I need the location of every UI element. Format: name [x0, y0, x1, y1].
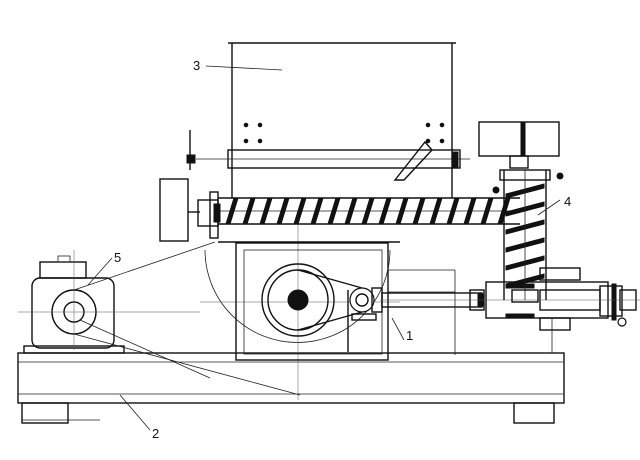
output-cylinder: [380, 267, 640, 353]
screw-flight: [446, 197, 460, 225]
screw-flight: [361, 197, 375, 225]
screw-flight: [293, 197, 307, 225]
screw-flight: [463, 197, 477, 225]
screw-flight: [327, 197, 341, 225]
label-auger-drive-assembly: 1: [406, 328, 413, 343]
screw-flight: [412, 197, 426, 225]
horizontal-screw-conveyor: [159, 178, 520, 243]
base-frame: [17, 352, 565, 424]
screw-flight: [259, 197, 273, 225]
vertical-screw-feeder: [478, 121, 564, 303]
screw-flight: [429, 197, 443, 225]
feeder-drive-box: [478, 121, 560, 157]
screw-flight: [480, 197, 494, 225]
screw-flight: [310, 197, 324, 225]
base-foot-right: [513, 402, 555, 424]
screw-flight: [242, 197, 256, 225]
feed-hopper: [186, 42, 470, 198]
drive-belt: [73, 241, 301, 396]
gearbox-housing: [235, 242, 456, 361]
motor-terminal-box: [39, 261, 87, 279]
base-foot-left: [21, 402, 69, 424]
label-vertical-screw-feeder: 4: [564, 194, 571, 209]
screw-flight: [225, 197, 239, 225]
screw-flight: [276, 197, 290, 225]
electric-motor: [18, 250, 200, 354]
label-base-frame: 2: [152, 426, 159, 441]
screw-flight: [378, 197, 392, 225]
label-electric-motor: 5: [114, 250, 121, 265]
screw-flight: [344, 197, 358, 225]
auger-drive-assembly: [261, 263, 383, 337]
label-feed-hopper: 3: [193, 58, 200, 73]
leader-lines: [87, 65, 561, 431]
screw-flight: [395, 197, 409, 225]
